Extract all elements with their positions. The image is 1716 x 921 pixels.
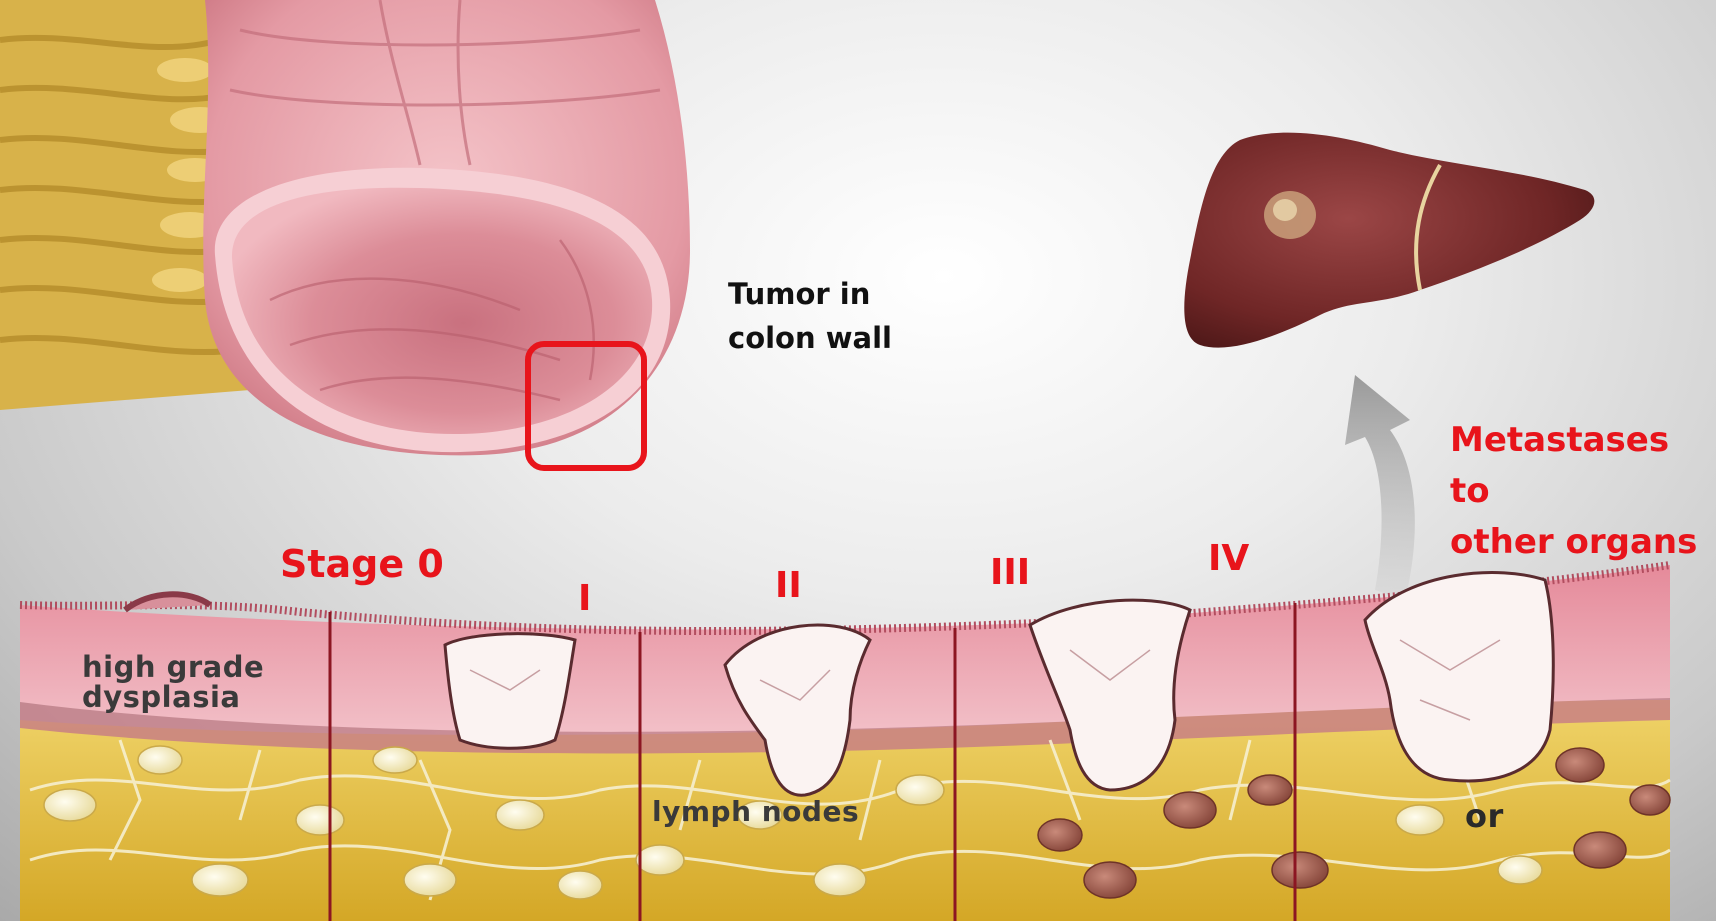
metastases-label-line2: other organs (1450, 517, 1716, 568)
or-label: or (1465, 797, 1504, 835)
stage-4-label: IV (1208, 538, 1249, 579)
dysplasia-label-line1: high grade (82, 652, 264, 682)
dysplasia-label-line2: dysplasia (82, 682, 264, 712)
tumor-label-line1: Tumor in (728, 272, 892, 316)
metastases-label: Metastases to other organs (1450, 415, 1716, 568)
tumor-label-line2: colon wall (728, 316, 892, 360)
metastasis-arrow (1345, 375, 1415, 600)
stage-2-label: II (775, 565, 802, 606)
lymph-nodes-label: lymph nodes (652, 795, 859, 828)
stage-1-label: I (578, 578, 591, 619)
tumor-stage-1 (445, 634, 575, 749)
liver-illustration (1184, 133, 1594, 348)
metastases-label-line1: Metastases to (1450, 415, 1716, 517)
tumor-label: Tumor in colon wall (728, 272, 892, 360)
dysplasia-label: high grade dysplasia (82, 652, 264, 712)
stage-0-label: Stage 0 (280, 542, 444, 586)
stage-cross-section (20, 565, 1670, 921)
colon-illustration (0, 0, 690, 468)
stage-3-label: III (990, 552, 1030, 593)
